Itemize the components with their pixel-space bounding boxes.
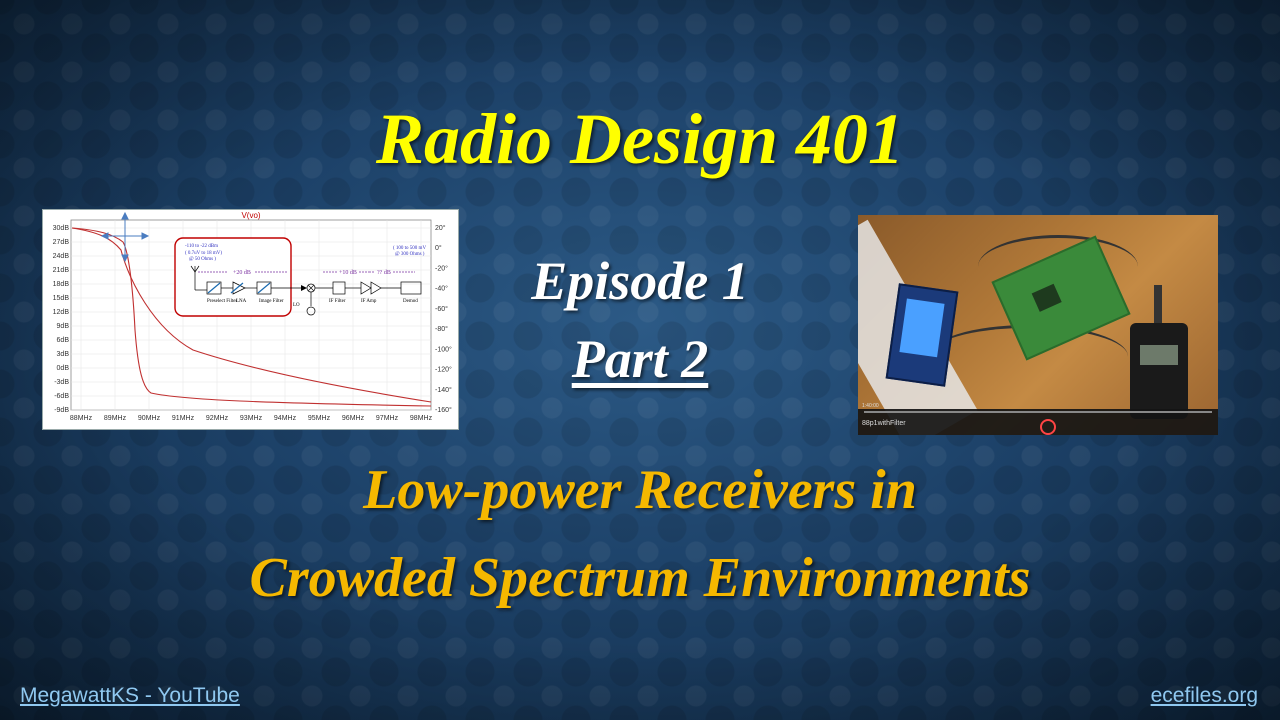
y-left-tick-label: 9dB [57, 323, 70, 330]
x-tick-label: 88MHz [70, 415, 93, 422]
x-tick-label: 93MHz [240, 415, 263, 422]
y-left-tick-label: 12dB [53, 309, 70, 316]
y-left-tick-label: 6dB [57, 337, 70, 344]
magnitude-curve [71, 227, 432, 407]
receiver-block-diagram: -110 to -22 dBm ( 0.7uV to 18 mV) @ 50 O… [174, 237, 426, 317]
y-right-tick-label: 20° [435, 224, 446, 232]
play-button-icon[interactable] [1040, 419, 1056, 435]
demod-label: Demod [403, 299, 418, 304]
frequency-response-chart: 30dB 27dB 24dB 21dB 18dB 15dB 12dB 9dB 6dB 3dB 0dB… [42, 209, 459, 430]
lna-block [232, 281, 246, 295]
y-left-tick-label: 0dB [57, 365, 70, 372]
input-note-1: -110 to -22 dBm [185, 244, 218, 249]
y-right-tick-label: -80° [435, 325, 448, 333]
y-right-tick-label: -140° [435, 386, 452, 394]
output-note-1: ( 100 to 500 mV [393, 246, 426, 251]
y-left-tick-label: 24dB [53, 253, 70, 260]
chart-title: V(vo) [241, 211, 260, 220]
y-left-ticks: 30dB 27dB 24dB 21dB 18dB 15dB 12dB 9dB 6dB 3dB 0dB… [53, 225, 70, 414]
preselect-label: Preselect Filter [207, 299, 237, 304]
chart-svg: 30dB 27dB 24dB 21dB 18dB 15dB 12dB 9dB 6dB 3dB 0dB… [53, 211, 452, 422]
x-tick-label: 97MHz [376, 415, 399, 422]
slide-title: Radio Design 401 [375, 99, 905, 179]
frontend-box [174, 237, 292, 317]
y-left-tick-label: 3dB [57, 351, 70, 358]
y-left-tick-label: 30dB [53, 225, 70, 232]
phase-curve [71, 227, 432, 403]
y-right-tick-label: -100° [435, 345, 452, 353]
subtitle-line-2: Crowded Spectrum Environments [249, 547, 1031, 609]
y-left-tick-label: 15dB [53, 295, 70, 302]
lo-oscillator-icon [306, 306, 316, 316]
gain-2-label: +10 dB [339, 270, 357, 276]
y-left-tick-label: 18dB [53, 281, 70, 288]
lna-label: LNA [236, 299, 247, 304]
video-time: 1:40:00 [862, 403, 879, 409]
y-left-tick-label: -3dB [54, 379, 69, 386]
video-progress-bar[interactable] [864, 411, 1212, 413]
y-left-tick-label: -9dB [54, 407, 69, 414]
x-tick-label: 98MHz [410, 415, 433, 422]
x-tick-label: 92MHz [206, 415, 229, 422]
episode-label: Episode 1 [531, 251, 749, 311]
subtitle-line-1: Low-power Receivers in [363, 459, 917, 521]
y-right-tick-label: -40° [435, 285, 448, 293]
if-amp-block [360, 281, 372, 295]
website-link[interactable]: ecefiles.org [1150, 684, 1258, 707]
y-right-tick-label: -120° [435, 366, 452, 374]
handheld-radio [1130, 323, 1188, 419]
x-ticks: 88MHz 89MHz 90MHz 91MHz 92MHz 93MHz 94MHz 95MHz… [70, 415, 433, 422]
input-note-3: @ 50 Ohms ) [189, 257, 216, 262]
y-right-tick-label: -20° [435, 264, 448, 272]
y-right-tick-label: -160° [435, 406, 452, 414]
y-right-ticks: 20° 0° -20° -40° -60° -80° -100° -120° -140° -160… [435, 224, 452, 414]
part-label: Part 2 [571, 329, 709, 389]
y-right-tick-label: 0° [435, 244, 442, 252]
gain-1-label: +20 dB [233, 270, 251, 276]
y-left-tick-label: 27dB [53, 239, 70, 246]
y-left-tick-label: 21dB [53, 267, 70, 274]
if-filter-label: IF Filter [329, 299, 346, 304]
y-left-tick-label: -6dB [54, 393, 69, 400]
hardware-video-thumbnail[interactable]: 1:40:00 88p1withFilter [858, 215, 1218, 435]
input-note-2: ( 0.7uV to 18 mV) [185, 251, 222, 256]
radio-antenna [1154, 285, 1162, 325]
video-controls-bar [858, 409, 1218, 435]
y-right-tick-label: -60° [435, 305, 448, 313]
lo-label: LO [293, 303, 300, 308]
if-amp-label: IF Amp [361, 299, 377, 304]
output-note-2: @ 300 Ohms ) [395, 252, 425, 257]
x-tick-label: 91MHz [172, 415, 195, 422]
image-filter-label: Image Filter [259, 299, 284, 304]
youtube-channel-link[interactable]: MegawattKS - YouTube [20, 684, 240, 707]
x-tick-label: 95MHz [308, 415, 331, 422]
x-tick-label: 94MHz [274, 415, 297, 422]
demod-block [400, 281, 422, 295]
video-filename: 88p1withFilter [862, 420, 906, 427]
gain-3-label: ?? dB [377, 270, 391, 276]
x-tick-label: 96MHz [342, 415, 365, 422]
x-tick-label: 89MHz [104, 415, 127, 422]
cursor-marker [100, 211, 150, 263]
x-tick-label: 90MHz [138, 415, 161, 422]
